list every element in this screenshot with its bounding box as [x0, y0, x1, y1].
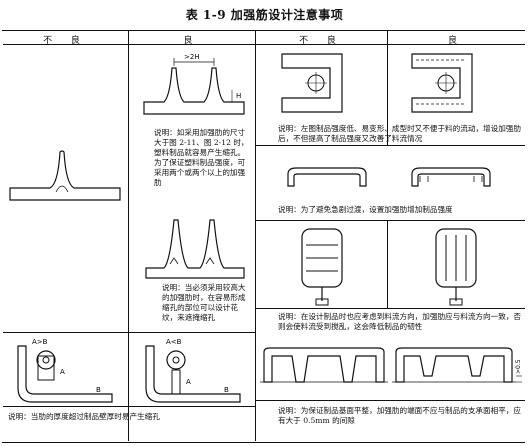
- divider-right-center: [387, 31, 388, 145]
- rib-oversized-drawing: [9, 150, 121, 201]
- table-frame: [2, 30, 525, 443]
- double-rib-drawing: >2H H: [143, 53, 245, 115]
- box-no-rib-drawing: [281, 53, 343, 113]
- shell-sharp-drawing: [287, 167, 367, 187]
- row-rule-left: [3, 332, 255, 333]
- note-right-4: 说明：为保证制品基面平整，加强肋的端面不应与制品的支承面相平，应有大于 0.5m…: [278, 406, 521, 425]
- header-right-bad: 不 良: [299, 36, 344, 46]
- note-right-3: 说明：在设计制品时也应考虑到料流方向，加强肋应与料流方向一致，否则会使料流受到搅…: [278, 312, 521, 331]
- gap-label: >0.5: [515, 359, 522, 374]
- letter-a-good: A: [186, 378, 191, 386]
- dim-2h-label: >2H: [184, 53, 200, 61]
- letter-b-bad: B: [96, 386, 101, 394]
- divider-center: [255, 31, 256, 441]
- row-rule-right-1: [256, 145, 525, 146]
- dim-h-label: H: [236, 92, 241, 100]
- cmp-bad-label: A>B: [32, 338, 48, 346]
- note-right-1: 说明：左图制品强度低、易变形、成型时又不便于料的流动，增设加强肋后，不但提高了制…: [278, 124, 521, 143]
- rib-thin-good-drawing: A<B A B: [145, 338, 241, 403]
- row-rule-left-bottom: [3, 406, 255, 407]
- header-left-good: 良: [183, 36, 201, 46]
- note-left-good-1: 说明：如采用加强肋的尺寸大于图 2-11、图 2-12 时，塑料制品就容易产生缩…: [154, 128, 249, 187]
- header-left-bad: 不 良: [43, 36, 88, 46]
- base-flush-drawing: [260, 347, 388, 383]
- table-title: 表 1-9 加强筋设计注意事项: [185, 8, 344, 22]
- row-rule-right-2: [256, 220, 525, 221]
- shell-ribbed-drawing: [411, 167, 491, 187]
- header-rule-left: [3, 44, 255, 45]
- base-gap-drawing: >0.5: [392, 347, 522, 383]
- divider-left-center: [128, 31, 129, 441]
- rib-cross-flow-drawing: [301, 228, 343, 306]
- note-left-good-2: 说明：当必须采用较高大的加强肋时，在容易形成缩孔的部位可以设计花纹，来遮掩缩孔: [162, 283, 246, 322]
- textured-rib-drawing: [145, 219, 245, 279]
- note-right-2: 说明：为了避免急剧过渡，设置加强肋增加制品强度: [278, 205, 453, 214]
- note-left-bottom: 说明：当肋的厚度超过制品壁厚时易产生缩孔: [8, 412, 160, 421]
- cmp-good-label: A<B: [166, 338, 182, 346]
- rib-along-flow-drawing: [435, 228, 477, 306]
- box-with-rib-drawing: [411, 53, 473, 113]
- row-rule-right-4: [256, 400, 525, 401]
- row-rule-right-3: [256, 308, 525, 309]
- header-right-good: 良: [447, 36, 465, 46]
- header-rule-right: [256, 44, 525, 45]
- rib-thick-bad-drawing: A>B A B: [17, 338, 113, 403]
- divider-right-center-2: [387, 220, 388, 308]
- letter-b-good: B: [224, 386, 229, 394]
- letter-a-bad: A: [60, 368, 65, 376]
